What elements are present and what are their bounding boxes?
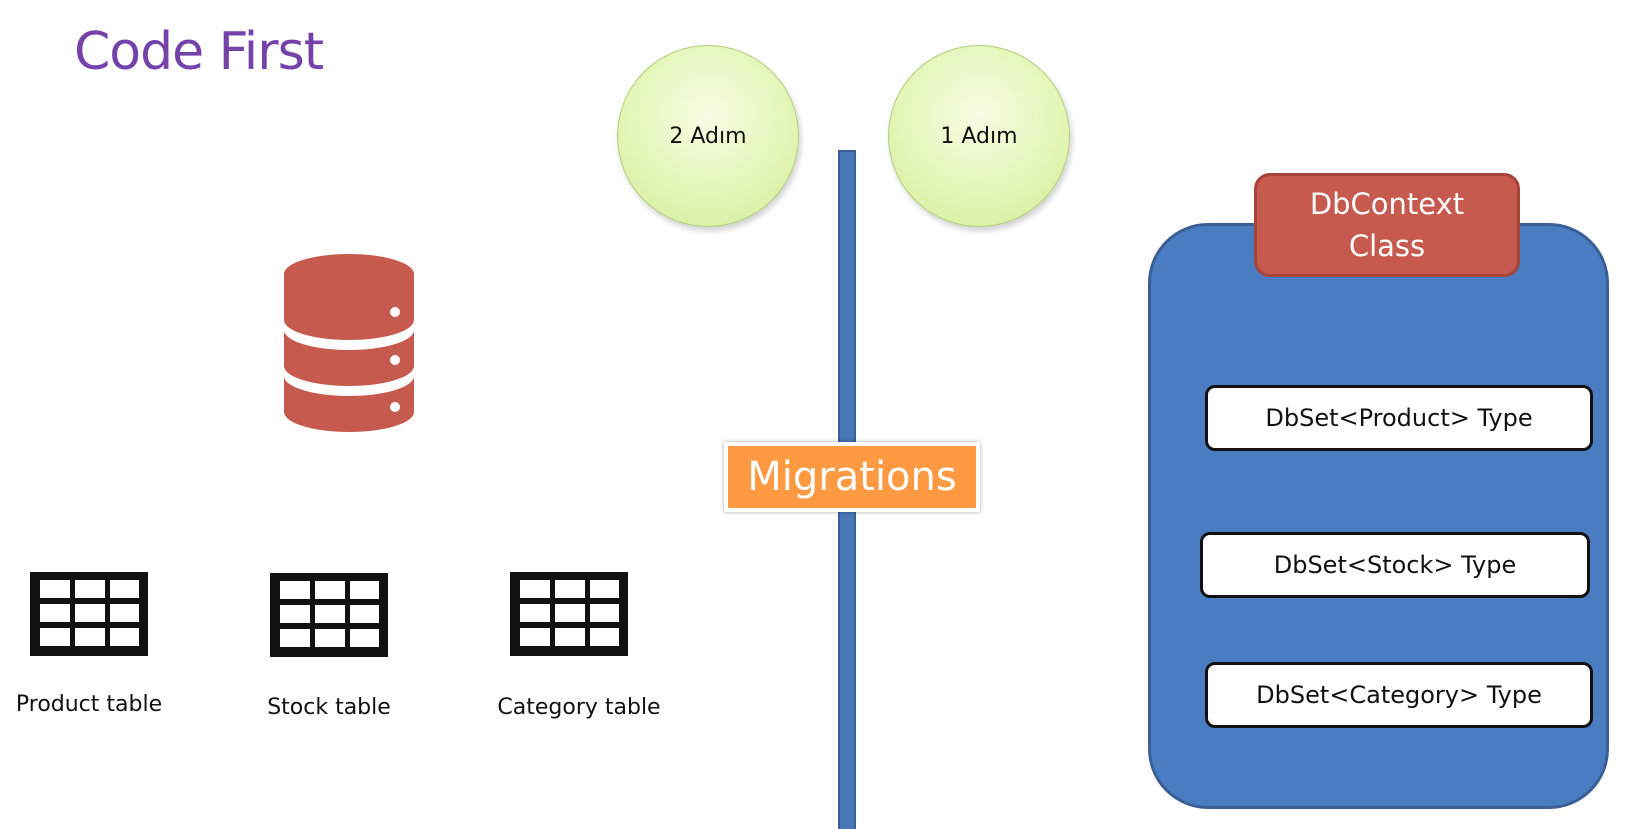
migrations-label: Migrations bbox=[724, 442, 980, 512]
step-circle-2: 2 Adım bbox=[617, 45, 799, 227]
dbset-stock-box: DbSet<Stock> Type bbox=[1200, 532, 1590, 598]
category-table-label: Category table bbox=[497, 695, 661, 720]
dbset-category-box: DbSet<Category> Type bbox=[1205, 662, 1593, 728]
dbcontext-header: DbContext Class bbox=[1254, 173, 1520, 277]
page-title: Code First bbox=[74, 22, 324, 82]
dbcontext-title-line1: DbContext bbox=[1309, 187, 1465, 221]
table-icon bbox=[510, 572, 628, 656]
step-label: 1 Adım bbox=[940, 123, 1018, 149]
table-icon bbox=[270, 573, 388, 657]
dbset-label: DbSet<Stock> Type bbox=[1273, 551, 1517, 579]
step-circle-1: 1 Adım bbox=[888, 45, 1070, 227]
table-icon bbox=[30, 572, 148, 656]
stock-table-label: Stock table bbox=[267, 695, 391, 720]
dbset-label: DbSet<Category> Type bbox=[1256, 681, 1542, 709]
dbset-label: DbSet<Product> Type bbox=[1265, 404, 1533, 432]
dbcontext-title-line2: Class bbox=[1348, 229, 1426, 263]
product-table-label: Product table bbox=[15, 692, 163, 717]
step-label: 2 Adım bbox=[669, 123, 747, 149]
dbset-product-box: DbSet<Product> Type bbox=[1205, 385, 1593, 451]
database-icon bbox=[284, 254, 414, 432]
